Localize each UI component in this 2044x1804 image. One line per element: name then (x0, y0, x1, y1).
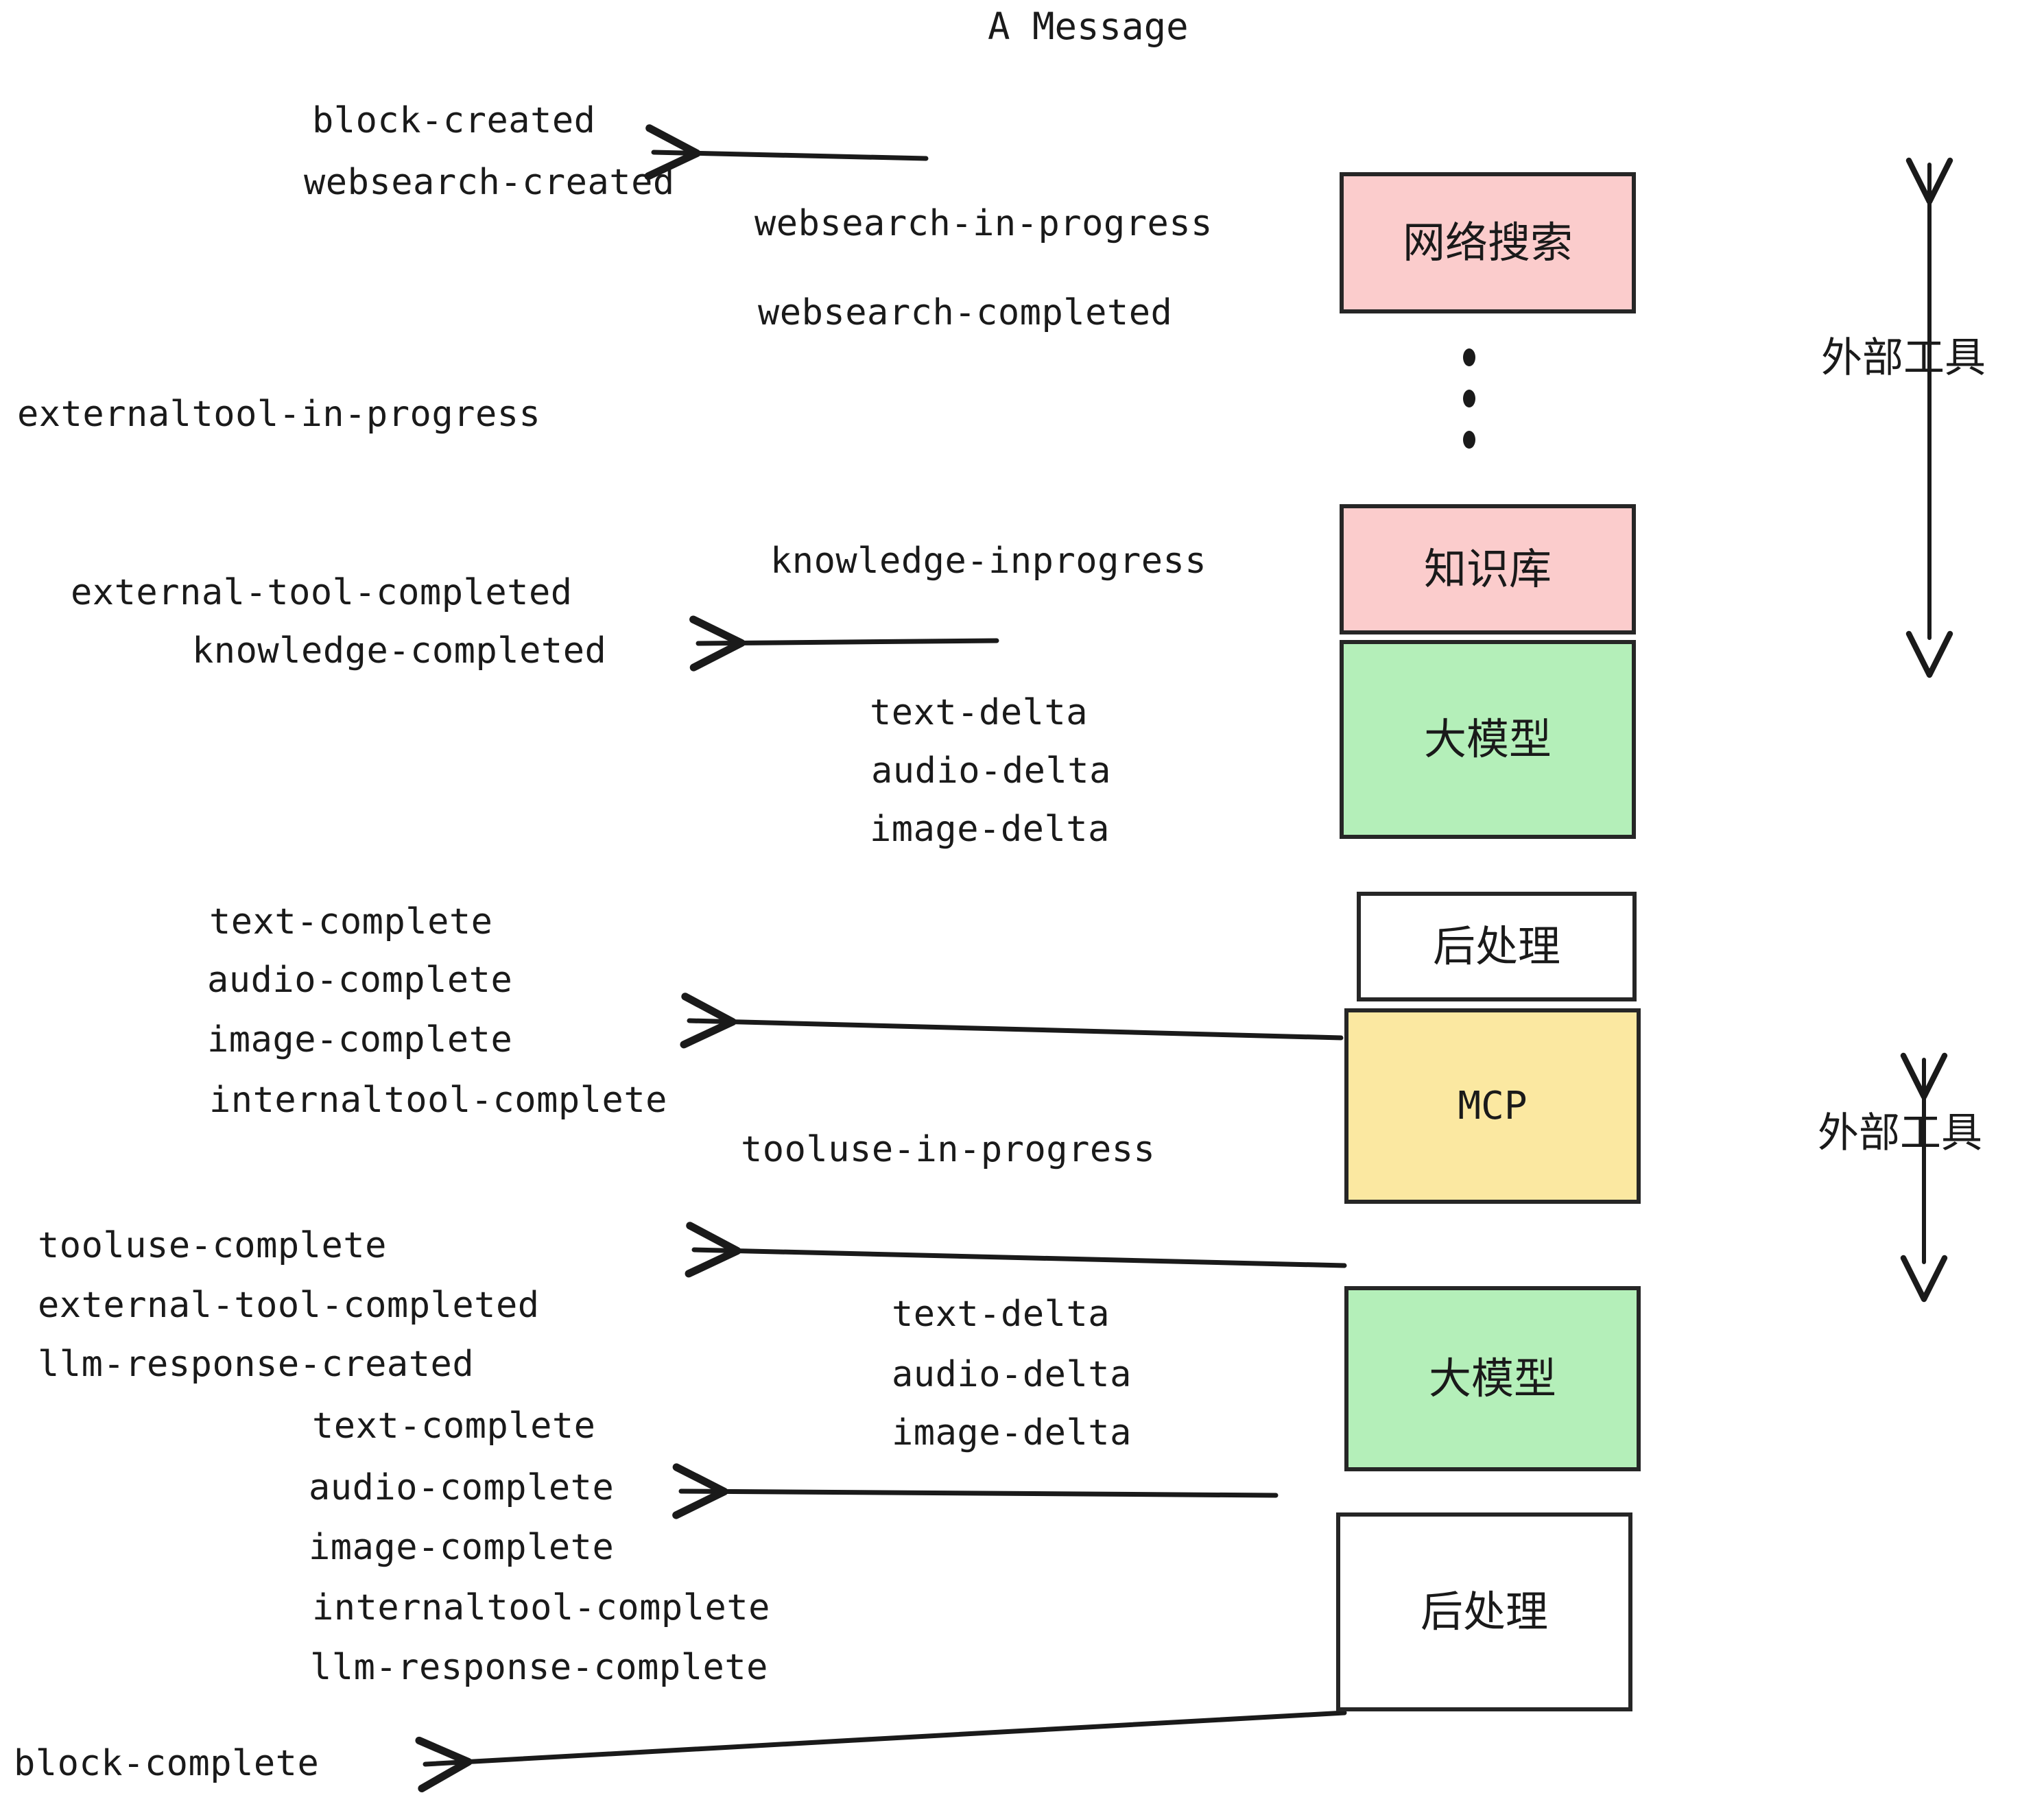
event-label-websearch-created: websearch-created (304, 162, 675, 203)
side-label-external-tool-top: 外部工具 (1821, 334, 1986, 382)
ellipsis-dot-2 (1463, 390, 1475, 407)
event-label-text-complete-1: text-complete (209, 901, 493, 942)
arrow-image-complete (680, 993, 1344, 1049)
event-label-external-tool-completed-2: external-tool-completed (38, 1285, 540, 1326)
event-label-image-delta-1: image-delta (870, 809, 1110, 850)
arrow-tooluse-complete (685, 1222, 1347, 1278)
node-mcp[interactable]: MCP (1344, 1008, 1641, 1204)
event-label-image-delta-2: image-delta (892, 1412, 1132, 1453)
arrow-knowledge-completed (689, 615, 999, 672)
node-llm-2[interactable]: 大模型 (1344, 1286, 1641, 1471)
event-label-image-complete-2: image-complete (309, 1527, 615, 1568)
side-label-external-tool-bottom: 外部工具 (1818, 1109, 1982, 1157)
arrow-block-complete (415, 1710, 1347, 1792)
arrow-audio-complete (672, 1463, 1279, 1519)
event-label-image-complete-1: image-complete (207, 1019, 513, 1060)
node-postproc-1[interactable]: 后处理 (1357, 892, 1637, 1001)
event-label-audio-delta-2: audio-delta (892, 1354, 1132, 1395)
node-knowledge[interactable]: 知识库 (1340, 504, 1636, 634)
arrow-block-created (644, 124, 929, 180)
event-label-block-complete: block-complete (14, 1743, 320, 1784)
event-label-tooluse-complete: tooluse-complete (38, 1225, 387, 1266)
event-label-websearch-in-progress: websearch-in-progress (754, 203, 1213, 244)
event-label-text-complete-2: text-complete (312, 1405, 596, 1447)
node-llm-1[interactable]: 大模型 (1340, 640, 1636, 839)
event-label-websearch-completed: websearch-completed (758, 292, 1173, 333)
event-label-llm-response-complete: llm-response-complete (310, 1647, 768, 1688)
event-label-llm-response-created: llm-response-created (38, 1344, 475, 1385)
event-label-internaltool-complete-2: internaltool-complete (312, 1587, 770, 1628)
event-label-external-tool-completed-1: external-tool-completed (71, 572, 573, 613)
ellipsis-dot-3 (1463, 431, 1475, 449)
event-label-audio-complete-1: audio-complete (207, 960, 513, 1001)
event-label-knowledge-inprogress: knowledge-inprogress (770, 541, 1207, 582)
event-label-text-delta-1: text-delta (870, 692, 1089, 733)
event-label-internaltool-complete-1: internaltool-complete (209, 1080, 667, 1121)
event-label-block-created: block-created (312, 100, 596, 141)
event-label-audio-delta-1: audio-delta (871, 750, 1111, 792)
diagram-title: A Message (988, 5, 1189, 48)
event-label-audio-complete-2: audio-complete (309, 1467, 615, 1508)
node-websearch[interactable]: 网络搜索 (1340, 172, 1636, 313)
event-label-tooluse-in-progress: tooluse-in-progress (741, 1129, 1156, 1170)
event-label-externaltool-in-progress: externaltool-in-progress (17, 394, 541, 435)
node-postproc-2[interactable]: 后处理 (1336, 1512, 1632, 1711)
event-label-knowledge-completed: knowledge-completed (192, 630, 607, 672)
event-label-text-delta-2: text-delta (892, 1294, 1110, 1335)
ellipsis-dot-1 (1463, 348, 1475, 366)
